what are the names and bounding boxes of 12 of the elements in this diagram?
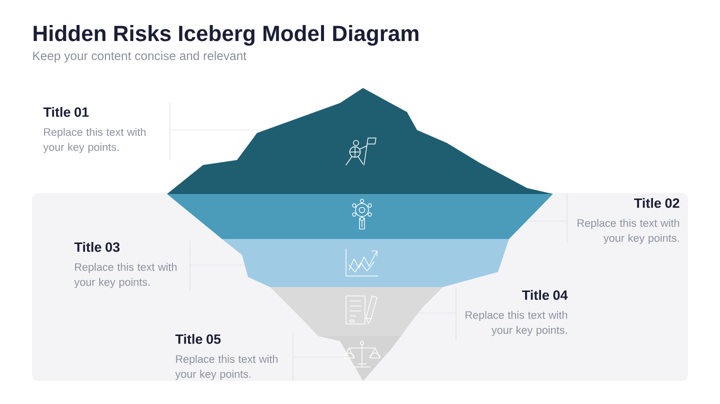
- description: Replace this text with your key points.: [578, 218, 680, 244]
- heading: Title 03: [74, 242, 120, 252]
- description: Replace this text with your key points.: [175, 354, 278, 380]
- heading: Title 05: [175, 334, 221, 344]
- description: Replace this text with your key points.: [43, 128, 146, 153]
- heading: Title 04: [522, 290, 568, 300]
- subtitle: Keep your content concise and relevant: [33, 51, 246, 63]
- heading: Title 01: [43, 106, 89, 117]
- title: Hidden Risks Iceberg Model Diagram: [34, 25, 418, 46]
- description: Replace this text with your key points.: [74, 262, 177, 288]
- description: Replace this text with your key points.: [466, 310, 568, 336]
- heading: Title 02: [634, 198, 680, 208]
